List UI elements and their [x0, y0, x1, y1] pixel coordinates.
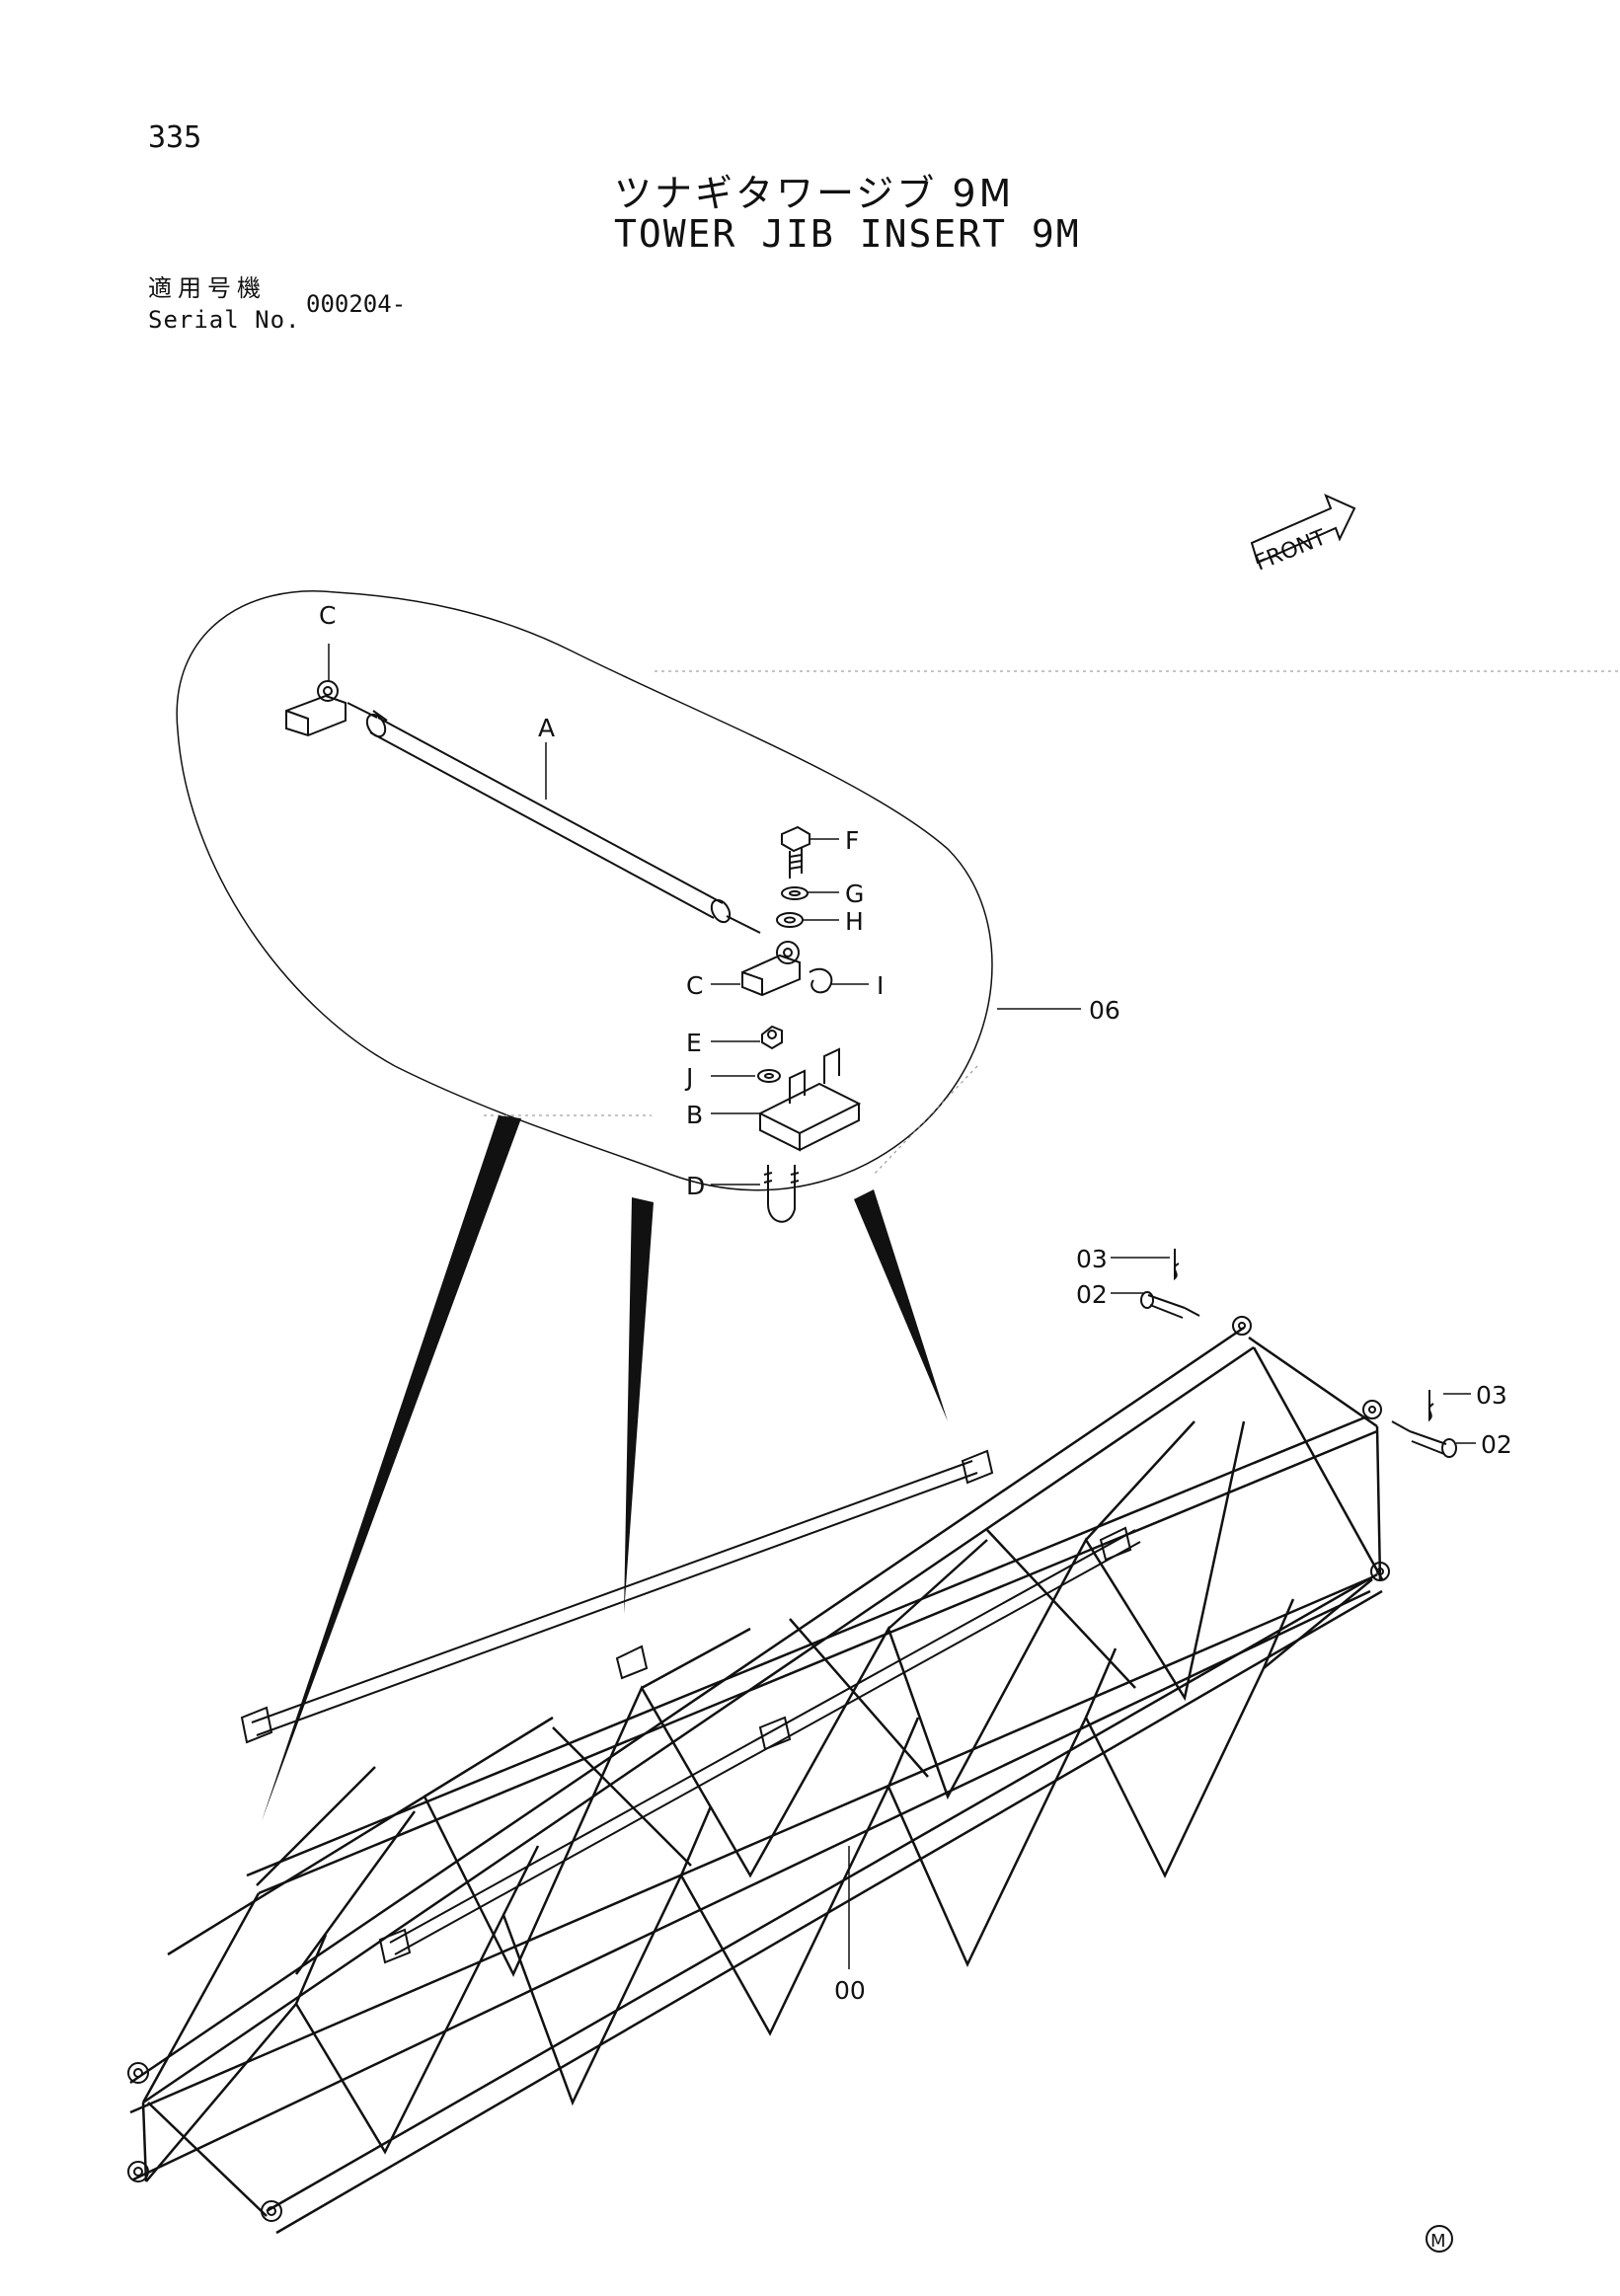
dotted-guides	[484, 670, 1620, 1176]
end-lugs	[127, 1316, 1390, 2222]
pins-and-clips	[1140, 1249, 1457, 1458]
callout-06: 06	[1089, 996, 1120, 1025]
callout-d: D	[686, 1172, 705, 1200]
detail-pointers	[262, 1115, 948, 1821]
m-mark-icon: M	[1426, 2225, 1453, 2253]
callout-03-right: 03	[1476, 1381, 1507, 1410]
callout-f: F	[845, 826, 859, 855]
serial-number-value: 000204-	[306, 290, 407, 318]
callout-labels: C A F G H C I 06 E J B D 03 02 03 02 00	[319, 601, 1512, 2005]
callout-03-left: 03	[1076, 1245, 1108, 1273]
callout-g: G	[845, 880, 864, 908]
serial-label-japanese: 適用号機	[148, 274, 267, 302]
callout-02-right: 02	[1481, 1430, 1512, 1459]
detail-leaders	[328, 644, 1081, 1186]
callout-i: I	[877, 971, 884, 1000]
tower-jib-lattice	[129, 1326, 1384, 2235]
callout-c-top: C	[319, 601, 336, 630]
detail-outline	[176, 590, 993, 1191]
detail-parts	[285, 680, 862, 1223]
callout-02-left: 02	[1076, 1280, 1108, 1309]
callout-00: 00	[834, 1976, 866, 2005]
assembly-leaders	[848, 1257, 1476, 1969]
page-number: 335	[148, 120, 202, 155]
callout-j: J	[684, 1063, 693, 1092]
page-title-japanese: ツナギタワージブ 9M	[614, 172, 1015, 215]
callout-b: B	[686, 1101, 703, 1129]
lattice-pipes	[240, 1449, 1141, 1964]
callout-h: H	[845, 907, 864, 936]
corner-mark: M	[1430, 2231, 1446, 2252]
callout-c-bottom: C	[686, 971, 703, 1000]
serial-label-english: Serial No.	[148, 306, 301, 334]
front-label: FRONT	[1252, 525, 1331, 576]
front-arrow-icon: FRONT	[1250, 494, 1356, 576]
page-title-english: TOWER JIB INSERT 9M	[614, 212, 1081, 256]
callout-a: A	[538, 714, 555, 742]
callout-e: E	[686, 1029, 702, 1057]
